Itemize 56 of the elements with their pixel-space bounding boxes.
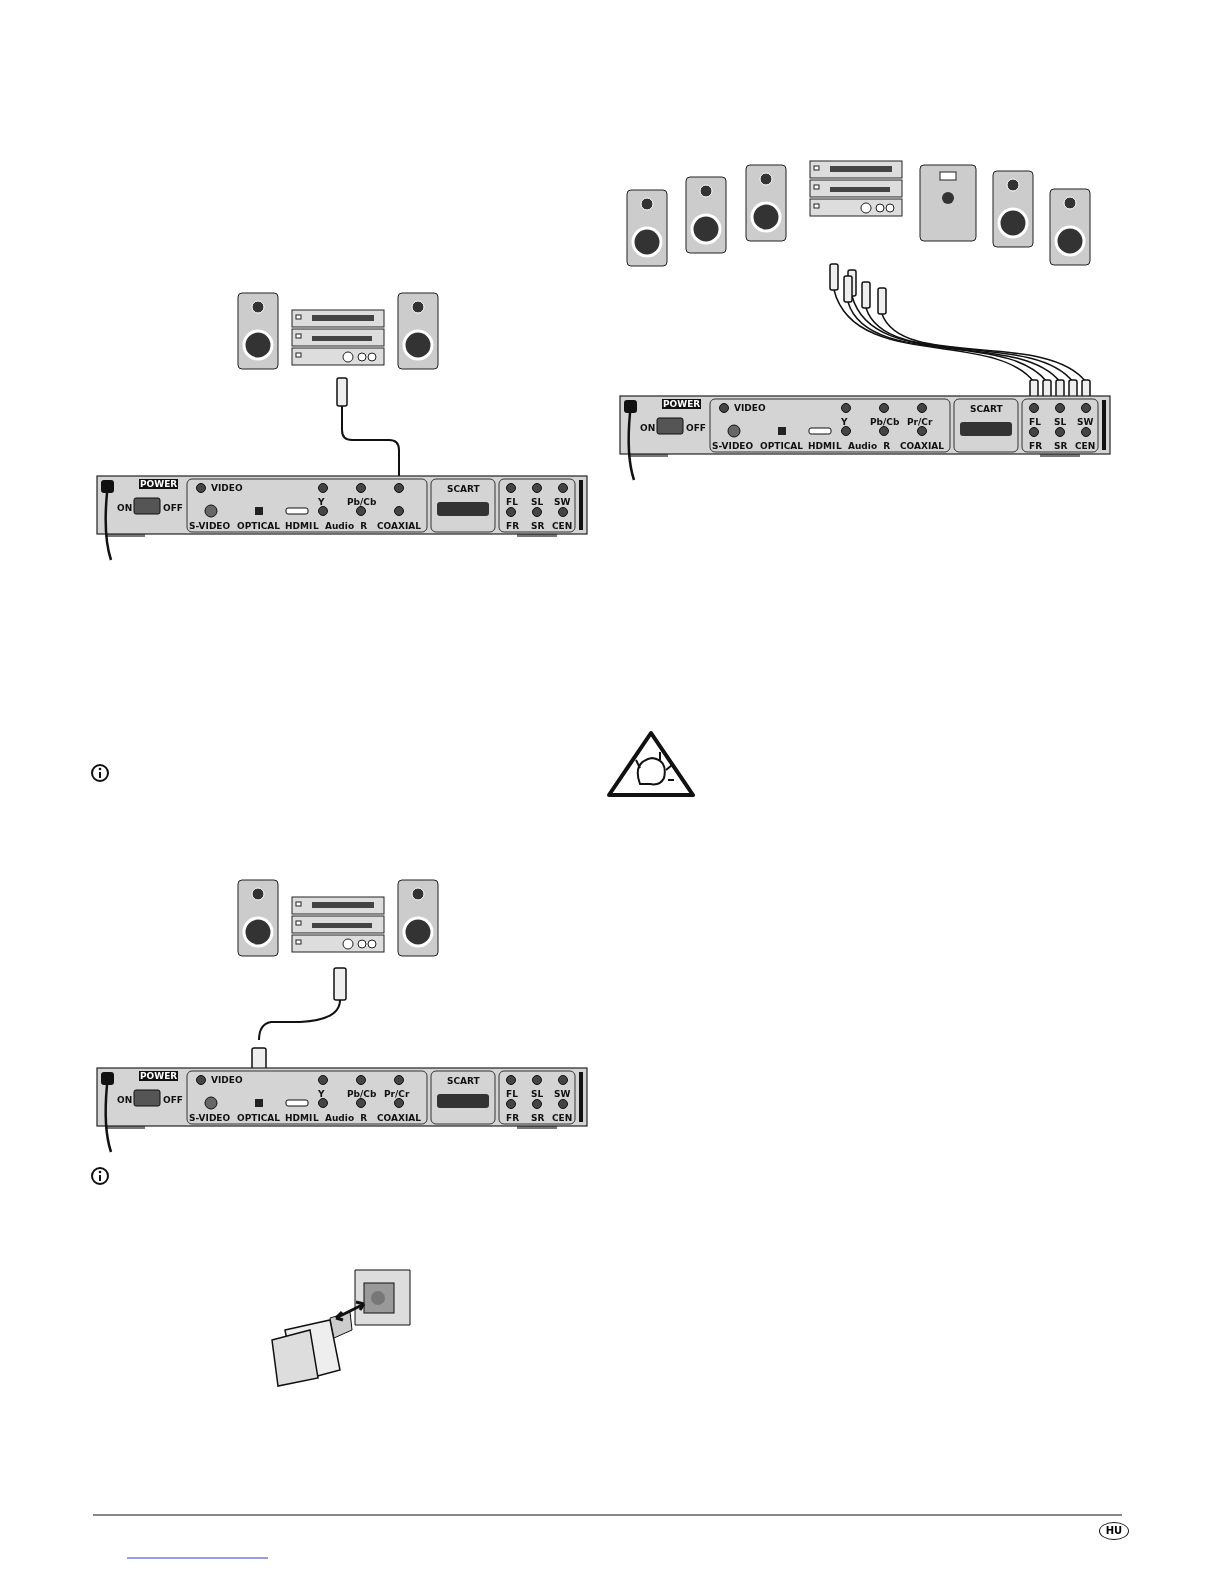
panel-label: OPTICAL bbox=[760, 441, 804, 451]
panel-label: VIDEO bbox=[734, 403, 766, 413]
panel-label: SW bbox=[554, 497, 571, 507]
panel-label: VIDEO bbox=[211, 1075, 243, 1085]
panel-label: L Audio R bbox=[313, 521, 368, 531]
panel-label: OFF bbox=[163, 1095, 183, 1105]
panel-label: ON bbox=[117, 503, 133, 513]
panel-label: VIDEO bbox=[211, 483, 243, 493]
panel-label: Y bbox=[318, 497, 325, 507]
panel-label: Pr/Cr bbox=[907, 417, 933, 427]
panel-label: OPTICAL bbox=[237, 521, 281, 531]
panel-label: FL bbox=[506, 1089, 518, 1099]
panel-label: OPTICAL bbox=[237, 1113, 281, 1123]
panel-label: POWER bbox=[139, 479, 179, 489]
panel-label: Y bbox=[841, 417, 848, 427]
panel-label: S-VIDEO bbox=[712, 441, 754, 451]
panel-label: Pr/Cr bbox=[384, 1089, 410, 1099]
panel-label: FR bbox=[506, 1113, 520, 1123]
panel-label: L Audio R bbox=[313, 1113, 368, 1123]
panel-label: SCART bbox=[447, 1076, 480, 1086]
panel-label: OFF bbox=[163, 503, 183, 513]
panel-label: Y bbox=[318, 1089, 325, 1099]
panel-label: COAXIAL bbox=[900, 441, 944, 451]
panel-label: SW bbox=[1077, 417, 1094, 427]
panel-label: Pb/Cb bbox=[347, 497, 377, 507]
panel-label: OFF bbox=[686, 423, 706, 433]
panel-label: SR bbox=[531, 521, 545, 531]
panel-label: POWER bbox=[139, 1071, 179, 1081]
panel-label: SL bbox=[1054, 417, 1067, 427]
panel-label: FR bbox=[506, 521, 520, 531]
panel-label: HDMI bbox=[285, 521, 313, 531]
panel-label: CEN bbox=[1075, 441, 1096, 451]
panel-label: SR bbox=[531, 1113, 545, 1123]
panel-label: SL bbox=[531, 1089, 544, 1099]
panel-label: S-VIDEO bbox=[189, 1113, 231, 1123]
panel-label: ON bbox=[640, 423, 656, 433]
panel-label: S-VIDEO bbox=[189, 521, 231, 531]
panel-label: HDMI bbox=[285, 1113, 313, 1123]
panel-label: SL bbox=[531, 497, 544, 507]
panel-label: SW bbox=[554, 1089, 571, 1099]
panel-label: CEN bbox=[552, 521, 573, 531]
panel-label: FL bbox=[1029, 417, 1041, 427]
panel-label: Pb/Cb bbox=[870, 417, 900, 427]
panel-label: SR bbox=[1054, 441, 1068, 451]
panel-label: CEN bbox=[552, 1113, 573, 1123]
panel-label: FR bbox=[1029, 441, 1043, 451]
panel-label: ON bbox=[117, 1095, 133, 1105]
panel-label: L Audio R bbox=[836, 441, 891, 451]
panel-label: COAXIAL bbox=[377, 521, 421, 531]
panel-label: POWER bbox=[662, 399, 702, 409]
panel-label: COAXIAL bbox=[377, 1113, 421, 1123]
panel-label: FL bbox=[506, 497, 518, 507]
panel-label: SCART bbox=[447, 484, 480, 494]
panel-label: HDMI bbox=[808, 441, 836, 451]
panel-label: SCART bbox=[970, 404, 1003, 414]
panel-label: Pb/Cb bbox=[347, 1089, 377, 1099]
